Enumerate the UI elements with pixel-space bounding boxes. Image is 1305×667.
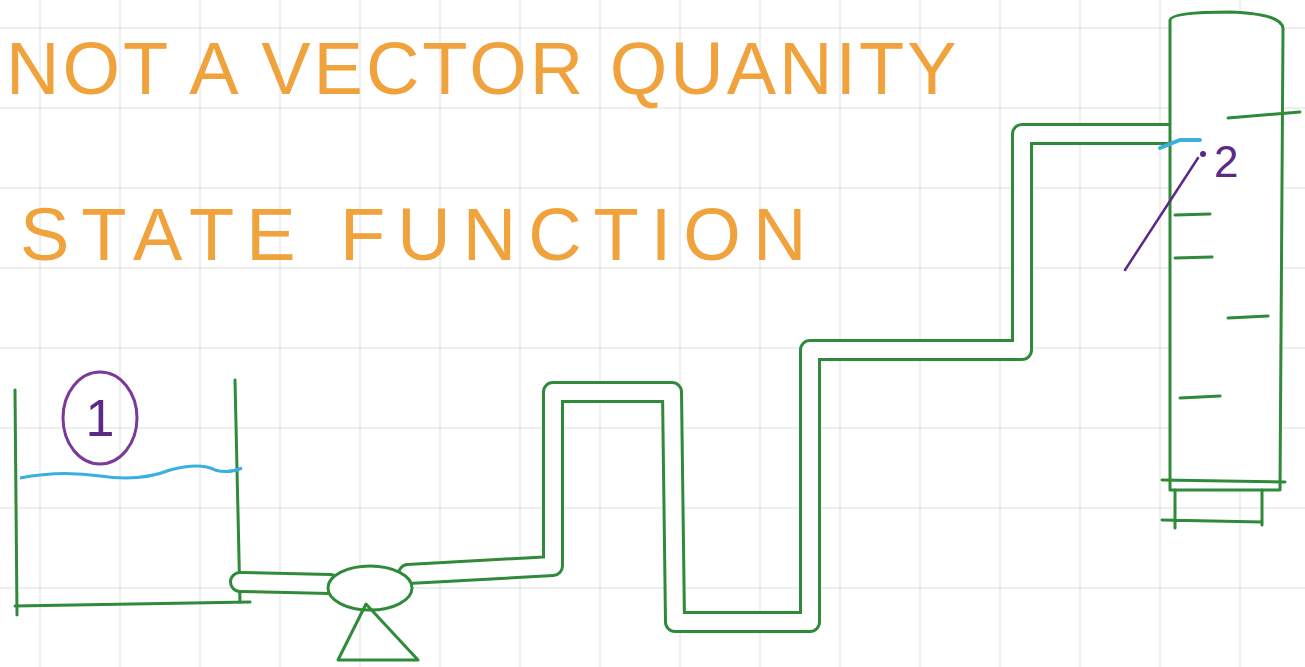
grid-line: [0, 348, 1305, 349]
distillation-column: [1170, 12, 1283, 490]
callout-number: 2: [1214, 140, 1238, 184]
column-tray: [1228, 316, 1268, 318]
grid-line: [0, 188, 1305, 189]
grid-line: [0, 588, 1305, 589]
note-text: NOT A VECTOR QUANITY: [6, 32, 960, 106]
grid-line: [0, 28, 1305, 29]
circle-outline: [63, 372, 137, 464]
tank-wall: [235, 380, 240, 602]
pump-stand: [338, 604, 418, 660]
grid-line: [0, 108, 1305, 109]
leader-line: [1125, 158, 1198, 270]
column-tray: [1175, 257, 1212, 258]
tank-wall: [15, 390, 17, 615]
note-text: STATE FUNCTION: [20, 198, 818, 272]
tank-bottom: [15, 602, 250, 606]
grid-line: [1080, 0, 1081, 667]
grid-line: [1160, 0, 1161, 667]
pump-symbol: [328, 566, 412, 610]
liquid-surface: [20, 466, 242, 478]
callout-circle: 1: [61, 370, 139, 466]
column-tray: [1228, 112, 1300, 118]
callout-number: 1: [86, 388, 115, 448]
feed-point: [1160, 140, 1200, 148]
grid-line: [0, 508, 1305, 509]
grid-line: [1000, 0, 1001, 667]
column-tray: [1175, 214, 1210, 215]
grid-line: [0, 428, 1305, 429]
column-tray: [1180, 396, 1220, 398]
leader-dot: [1200, 151, 1206, 157]
column-base: [1162, 480, 1285, 528]
